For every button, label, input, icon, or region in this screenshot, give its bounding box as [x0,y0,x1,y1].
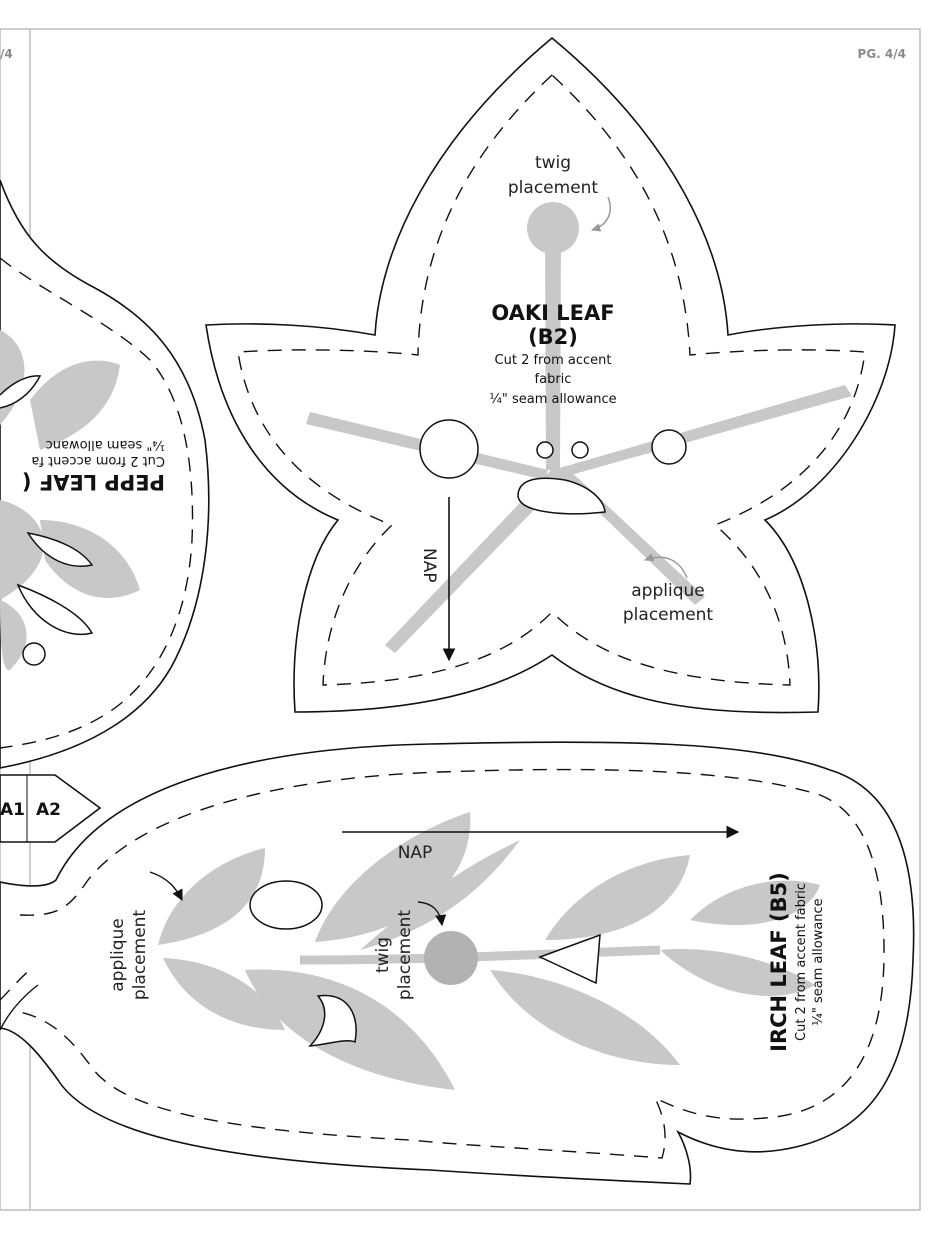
oak-leaf-nap-label: NAP [419,548,439,583]
birch-leaf-applique-label-line-1: applique [108,918,128,991]
pepper-leaf-seam: ¼" seam allowanc [46,437,165,452]
birch-leaf-applique-triangle [538,933,601,985]
pepper-leaf-applique-shape-2 [26,531,94,567]
oak-leaf-twig-label-line-2: placement [508,178,599,198]
birch-leaf-applique-crescent [308,994,357,1047]
oak-leaf-seam-line [237,74,866,686]
oak-leaf-applique-label-line-1: applique [631,581,704,601]
birch-leaf-title: IRCH LEAF (B5) [767,872,791,1052]
oak-leaf-applique-circle-medium [651,429,687,465]
oak-leaf-instruction-line-1: Cut 2 from accent [495,353,612,368]
oak-leaf-twig-pointer-arrow [590,196,612,232]
oak-leaf-applique-circle-large [419,419,479,479]
oak-leaf-code: (B2) [528,325,578,349]
oak-leaf-instruction-line-2: fabric [535,372,572,387]
birch-leaf-applique-label-line-2: placement [130,910,150,1001]
connector-label-a1: A1 [0,800,25,820]
oak-leaf-applique-circle-small-1 [536,441,554,459]
pepper-leaf-seam-line [0,257,194,749]
oak-leaf-seam-allowance: ¼" seam allowance [489,392,616,407]
oak-leaf-title: OAKI LEAF [491,301,614,325]
oak-leaf-applique-label-line-2: placement [623,605,714,625]
birch-leaf-twig-label-line-2: placement [395,910,415,1001]
birch-leaf-applique-shading [158,812,820,1090]
page-border [0,28,921,1211]
pepper-leaf-applique-shape-1 [0,375,42,409]
oak-leaf-applique-pointer-arrow [644,553,688,579]
pepper-leaf-applique-shape-3 [16,583,94,635]
pepper-leaf-applique-dot [22,642,46,666]
birch-leaf-seam-allowance: ¼" seam allowance [811,898,826,1025]
birch-leaf-nap-label: NAP [398,843,433,863]
oak-leaf-applique-oval [517,477,606,515]
pepper-leaf-pattern: PEPP LEAF ( Cut 2 from accent fa ¼" seam… [0,179,210,769]
partial-leaf-edge [0,984,39,1031]
birch-leaf-twig-pointer-arrow [417,901,447,927]
birch-leaf-pattern: NAP applique placement twig placement IR… [0,741,915,1185]
page-number-left: /4 [0,47,13,61]
pepper-leaf-instruction: Cut 2 from accent fa [31,453,165,468]
connector-tab: A1 A2 [0,774,102,843]
birch-leaf-applique-oval [249,880,323,930]
partial-leaf-seam-edge [0,969,31,1001]
page-number: PG. 4/4 [858,47,906,61]
oak-leaf-pattern: twig placement OAKI LEAF (B2) Cut 2 from… [205,36,896,714]
pepper-leaf-title: PEPP LEAF ( [22,470,165,494]
pepper-leaf-applique-shading [0,330,140,671]
connector-label-a2: A2 [36,800,61,820]
oak-leaf-twig-label-line-1: twig [535,153,571,173]
birch-leaf-applique-pointer-arrow [149,871,183,902]
oak-leaf-applique-circle-small-2 [571,441,589,459]
birch-leaf-twig-label-line-1: twig [373,937,393,973]
birch-leaf-instruction: Cut 2 from accent fabric [794,883,809,1041]
